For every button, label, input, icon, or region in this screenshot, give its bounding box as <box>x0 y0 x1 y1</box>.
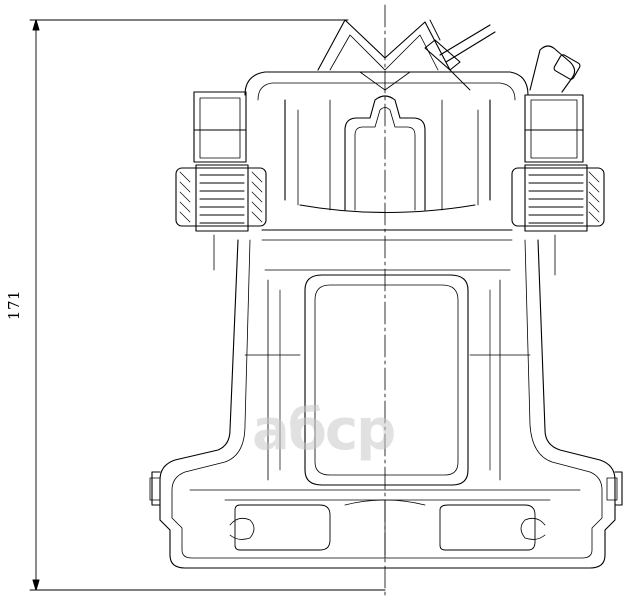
right-fitting <box>511 45 605 276</box>
caliper-body <box>149 239 623 569</box>
dimension-label: 171 <box>2 280 26 330</box>
upper-housing <box>244 71 529 241</box>
left-fitting <box>175 91 267 271</box>
dimension-lines <box>29 19 386 591</box>
top-cap <box>317 19 451 91</box>
dimension-value: 171 <box>5 289 24 321</box>
watermark-logo: aбcp <box>252 398 396 463</box>
top-bolt <box>424 19 496 91</box>
